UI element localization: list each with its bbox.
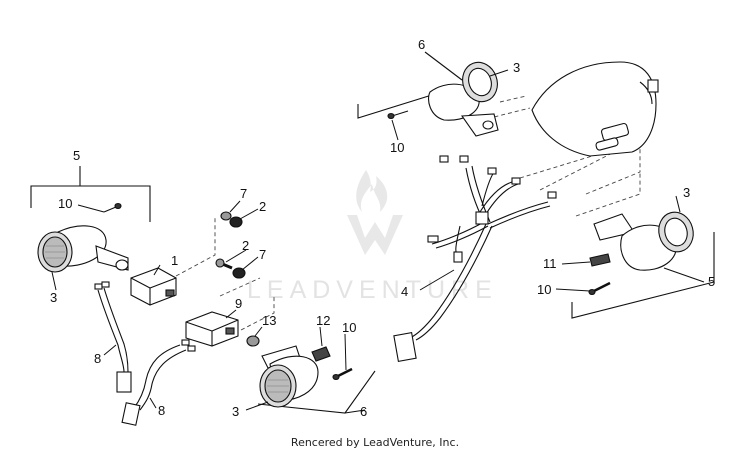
callout-7-upper: 7 [240, 186, 247, 201]
screw-10-left [103, 202, 122, 213]
callout-8-upper: 8 [94, 351, 101, 366]
top-turn-signal-lamp [427, 61, 499, 137]
main-wire-harness-4 [393, 155, 557, 363]
callout-4: 4 [401, 284, 408, 299]
bottom-turn-signal-lamp [259, 345, 319, 408]
callout-2-upper: 2 [259, 199, 266, 214]
hardware-right [588, 253, 611, 296]
callout-3-top: 3 [513, 60, 520, 75]
callout-10-left: 10 [58, 196, 72, 211]
callout-11: 11 [543, 256, 557, 271]
callout-6-top: 6 [418, 37, 425, 52]
bracket-5-left [30, 185, 151, 222]
hardware-left [215, 211, 246, 279]
right-turn-signal-lamp [593, 211, 694, 271]
leader-lines [51, 69, 681, 411]
callout-labels: 5 10 3 1 7 2 2 7 8 8 9 13 12 10 3 6 6 3 … [50, 37, 715, 419]
callout-5-right: 5 [708, 274, 715, 289]
dashed-guides [175, 95, 641, 331]
callout-10-bottom: 10 [342, 320, 356, 335]
callout-3-right: 3 [683, 185, 690, 200]
left-turn-signal-lamp [37, 225, 129, 273]
callout-7-lower: 7 [259, 247, 266, 262]
callout-12: 12 [316, 313, 330, 328]
callout-3-bottom: 3 [232, 404, 239, 419]
callout-5-left: 5 [73, 148, 80, 163]
callout-10-top: 10 [390, 140, 404, 155]
headlight-housing [531, 61, 659, 157]
callout-13: 13 [262, 313, 276, 328]
render-credit: Rencered by LeadVenture, Inc. [290, 436, 460, 449]
callout-1: 1 [171, 253, 178, 268]
sub-harness-8-upper [94, 281, 132, 393]
flasher-relay-1 [130, 267, 177, 306]
hardware-bottom [246, 335, 353, 381]
sub-harness-8-lower [121, 339, 196, 426]
callout-2-lower: 2 [242, 238, 249, 253]
callout-8-lower: 8 [158, 403, 165, 418]
watermark-text: LEADVENTURE [247, 276, 498, 304]
callout-3-left: 3 [50, 290, 57, 305]
leadventure-watermark: LEADVENTURE [247, 170, 498, 304]
callout-6-bottom: 6 [360, 404, 367, 419]
screw-10-top [387, 110, 409, 120]
bracket-5-right [571, 232, 715, 319]
flasher-relay-9 [185, 311, 239, 347]
group-brackets [30, 51, 715, 414]
callout-9: 9 [235, 296, 242, 311]
callout-10-right: 10 [537, 282, 551, 297]
